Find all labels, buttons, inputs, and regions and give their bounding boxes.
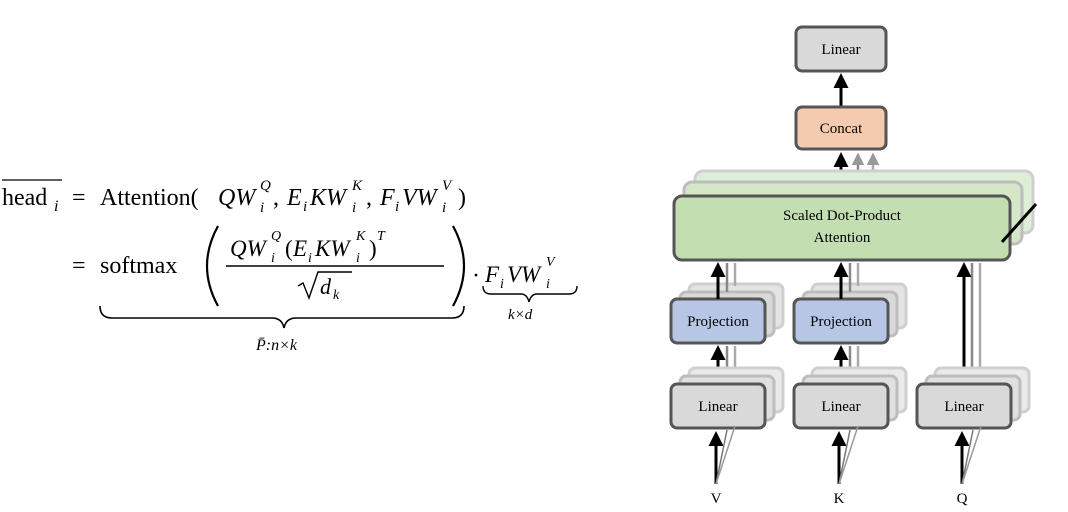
linear-k-box — [792, 382, 890, 430]
attention-block: Scaled Dot-Product Attention — [672, 194, 1012, 262]
arg3-base: F — [379, 185, 395, 211]
top-linear-box — [794, 25, 888, 73]
svg-text:Q: Q — [271, 229, 281, 244]
underbrace-right-label: k×d — [508, 307, 533, 323]
underbrace-left-label: P̄:n×k — [255, 337, 298, 354]
equation-line-2: = softmax QW Q i ( E i KW K i ) T d k · … — [72, 225, 578, 354]
projection-k-label: Projection — [810, 314, 872, 330]
concat-label: Concat — [820, 121, 863, 137]
fraction-denominator: d k — [297, 271, 352, 303]
arg3-sup: V — [442, 178, 453, 194]
arg2-sub2: i — [303, 199, 307, 215]
linear-v-box — [669, 382, 767, 430]
projection-v-label: Projection — [687, 314, 749, 330]
svg-text:i: i — [308, 251, 312, 266]
arg3-sub2: i — [395, 199, 399, 215]
arg2-base: E — [286, 185, 302, 211]
input-k-arrows — [831, 425, 859, 485]
svg-text:V: V — [546, 255, 556, 270]
concat-block: Concat — [794, 105, 888, 151]
input-q-fan-line-1 — [961, 429, 974, 485]
svg-text:T: T — [377, 229, 386, 244]
equals-sign-2: = — [72, 253, 86, 279]
top-linear-label: Linear — [821, 42, 860, 58]
attention-label-line1: Scaled Dot-Product — [783, 208, 902, 224]
arg2-sup: K — [351, 178, 363, 194]
svg-text:i: i — [500, 277, 504, 292]
dot-operator: · — [472, 263, 480, 289]
attention-box — [672, 194, 1012, 262]
arg3-sub: i — [442, 200, 446, 216]
value-term: F i VW V i — [484, 255, 556, 292]
svg-text:i: i — [356, 251, 360, 266]
input-k-label: K — [834, 491, 845, 507]
input-q-label: Q — [957, 491, 968, 507]
projection-k-group: Projection — [792, 282, 908, 345]
arg1-sub: i — [260, 200, 264, 216]
arg2-mid: KW — [309, 185, 348, 211]
linear-q-label: Linear — [944, 399, 983, 415]
svg-text:F: F — [484, 262, 500, 287]
top-linear-block: Linear — [794, 25, 888, 73]
heads-slash — [1000, 202, 1038, 244]
comma-1: , — [273, 185, 279, 211]
underbrace-left — [99, 305, 465, 329]
svg-text:QW: QW — [230, 236, 268, 261]
linear-v-group: Linear — [669, 366, 785, 430]
attention-label-line2: Attention — [814, 230, 871, 246]
fraction-numerator: QW Q i ( E i KW K i ) T — [230, 229, 386, 266]
underbrace-right — [482, 285, 578, 303]
arg1-sup: Q — [260, 178, 271, 194]
equals-sign-1: = — [72, 185, 86, 211]
big-left-paren — [205, 225, 219, 307]
svg-text:k: k — [333, 288, 340, 303]
input-v-label: V — [711, 491, 722, 507]
svg-text:d: d — [320, 274, 332, 299]
svg-text:i: i — [546, 277, 550, 292]
input-q-arrows — [954, 425, 982, 485]
comma-2: , — [366, 185, 372, 211]
arg1-base: QW — [218, 185, 257, 211]
linear-v-label: Linear — [698, 399, 737, 415]
big-right-paren — [452, 225, 466, 307]
svg-text:): ) — [369, 236, 377, 261]
svg-text:E: E — [292, 236, 307, 261]
attention-function: Attention( — [100, 185, 199, 211]
input-v-arrows — [708, 425, 736, 485]
close-paren: ) — [458, 185, 466, 211]
svg-text:(: ( — [285, 236, 293, 261]
svg-text:VW: VW — [507, 262, 542, 287]
projection-v-group: Projection — [669, 282, 785, 345]
linear-k-label: Linear — [821, 399, 860, 415]
head-subscript: i — [54, 198, 58, 215]
svg-text:KW: KW — [314, 236, 351, 261]
input-q-fan-line-2 — [961, 425, 982, 485]
linear-q-group: Linear — [915, 366, 1031, 430]
equation-line-1: head i = Attention( QW Q i , E i KW K i … — [2, 178, 466, 216]
linear-q-box — [915, 382, 1013, 430]
head-label: head — [2, 185, 47, 211]
arg2-sub: i — [352, 200, 356, 216]
arg3-mid: VW — [402, 185, 439, 211]
concat-box — [794, 105, 888, 151]
svg-text:i: i — [271, 251, 275, 266]
input-k-fan-line-2 — [838, 425, 859, 485]
softmax-function: softmax — [100, 253, 177, 279]
input-k-fan-line-1 — [838, 429, 851, 485]
input-v-fan-line-1 — [715, 429, 728, 485]
input-v-fan-line-2 — [715, 425, 736, 485]
svg-text:K: K — [355, 229, 366, 244]
linear-k-group: Linear — [792, 366, 908, 430]
